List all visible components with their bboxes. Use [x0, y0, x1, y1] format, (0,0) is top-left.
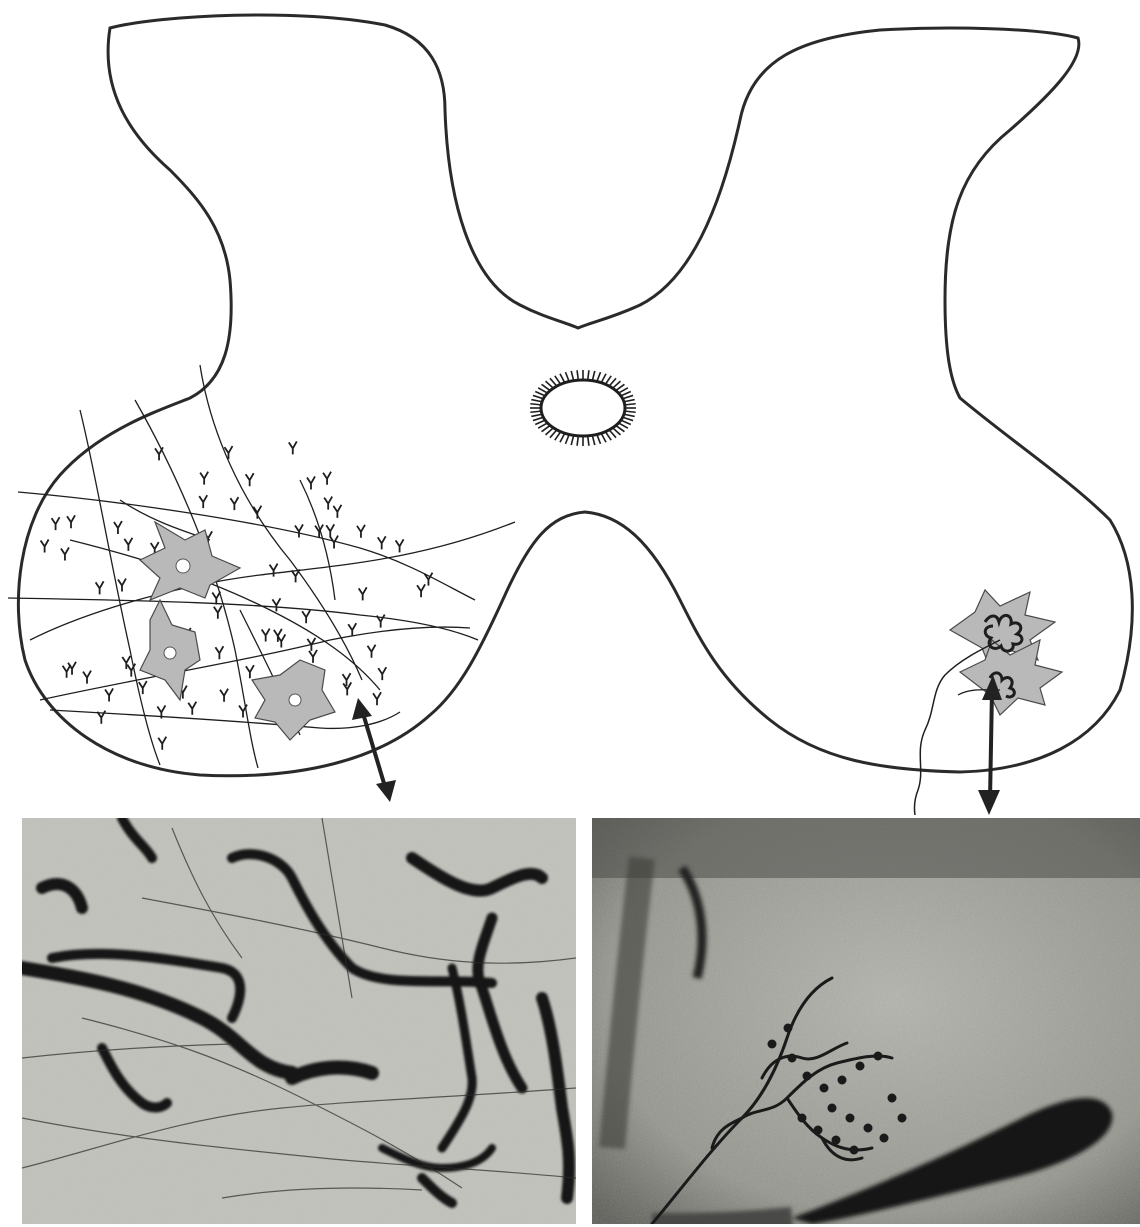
synaptic-terminals-left: [41, 441, 433, 749]
spinal-cord-cross-section-diagram: [0, 0, 1140, 820]
double-arrow-icon: [352, 698, 396, 802]
motor-neurons-right: [914, 590, 1062, 815]
motor-neurons-left: [140, 522, 335, 740]
double-arrow-icon: [978, 675, 1002, 815]
micrograph-left: [22, 818, 576, 1224]
micrograph-right: [592, 818, 1140, 1224]
central-canal: [530, 370, 636, 446]
